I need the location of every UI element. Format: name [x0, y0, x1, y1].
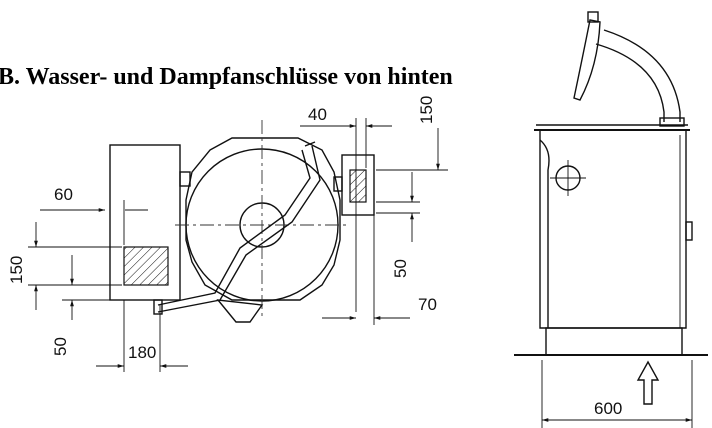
dim-150-top-label: 150 [417, 96, 436, 124]
dim-600-label: 600 [594, 399, 622, 418]
side-latch [685, 221, 693, 241]
pipe-end-cap [153, 299, 163, 315]
drum-foot [216, 299, 264, 323]
pipe-arm-inner [157, 149, 311, 306]
dim-150-left-label: 150 [7, 256, 26, 284]
dim-40-label: 40 [308, 105, 327, 124]
dim-180-label: 180 [128, 343, 156, 362]
dim-50-left-label: 50 [51, 337, 70, 356]
side-view: 600 [514, 11, 708, 428]
cabinet-base [545, 327, 683, 356]
dim-60-label: 60 [54, 185, 73, 204]
faucet-head [573, 19, 601, 101]
left-stub [179, 171, 191, 187]
pipe-top-cap [304, 141, 316, 147]
dim-70-label: 70 [418, 295, 437, 314]
rear-view: 60 150 50 180 40 150 50 [7, 96, 448, 372]
up-arrow-icon [636, 360, 660, 405]
drawing-title: B. Wasser- und Dampfanschlüsse von hinte… [0, 64, 453, 90]
drum-housing [185, 137, 341, 301]
steam-connection-hatch [349, 169, 367, 203]
crane-arm-outer [603, 29, 681, 122]
rear-body-box [109, 144, 181, 301]
faucet-knob [587, 11, 599, 23]
cabinet-body [539, 130, 687, 329]
side-panel-curve [539, 139, 550, 328]
pipe-arm-outer [157, 145, 321, 313]
crane-arm-inner [595, 43, 665, 122]
crane-arm-foot [659, 117, 685, 127]
water-connection-hatch [123, 246, 169, 286]
right-stub [333, 176, 343, 192]
dim-50-right-label: 50 [391, 259, 410, 278]
